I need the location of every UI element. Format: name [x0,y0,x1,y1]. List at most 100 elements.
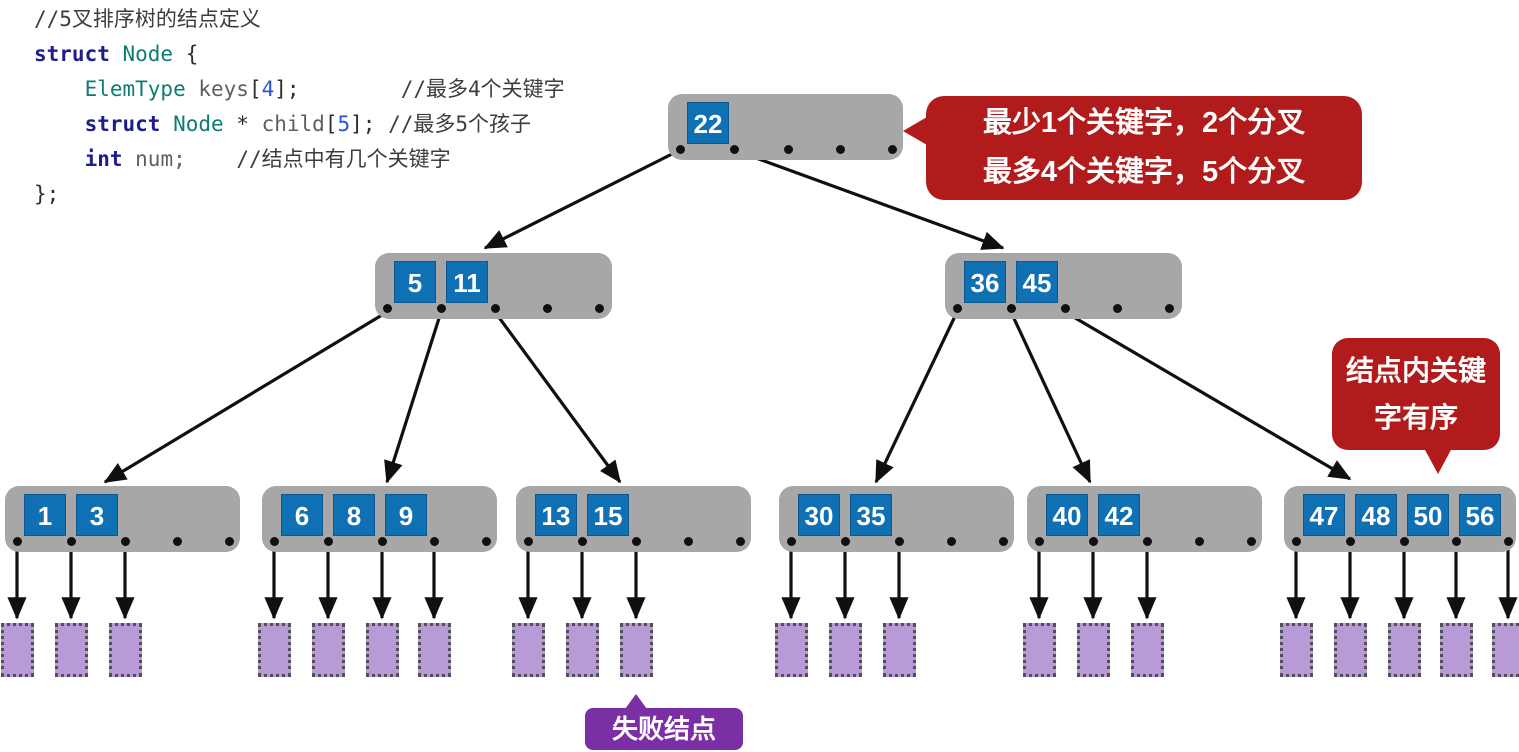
child-pointer-dot [730,145,739,154]
failure-node [1131,623,1164,677]
code-line: int num; //结点中有几个关键字 [84,147,451,171]
child-pointer-dot [1035,537,1044,546]
tree-node-leaf-1: 1 3 [5,486,240,552]
order-callout-line2: 字有序 [1373,402,1458,433]
tree-node-leaf-2: 6 8 9 [262,486,497,552]
tree-node-leaf-6: 47 48 50 56 [1284,486,1516,552]
child-pointer-dot [378,537,387,546]
tree-node-internal-left: 5 11 [375,253,612,319]
key-cell: 35 [850,494,892,536]
child-pointer-dot [1346,537,1355,546]
key-cell: 40 [1046,494,1088,536]
child-pointer-dot [888,145,897,154]
code-line: //5叉排序树的结点定义 [34,7,261,31]
child-pointer-dot [1247,537,1256,546]
failure-node [109,623,142,677]
child-pointer-dot [632,537,641,546]
key-cell: 1 [24,494,66,536]
child-pointer-dot [524,537,533,546]
key-cell: 47 [1303,494,1345,536]
child-pointer-dot [1089,537,1098,546]
failure-node [620,623,653,677]
child-pointer-dot [1292,537,1301,546]
child-pointer-dot [324,537,333,546]
rule-callout-line1: 最少1个关键字，2个分叉 [982,107,1306,139]
child-pointer-dot [1400,537,1409,546]
tree-node-leaf-5: 40 42 [1027,486,1262,552]
child-pointer-dot [784,145,793,154]
child-pointer-dot [173,537,182,546]
child-pointer-dot [578,537,587,546]
child-pointer-dot [1007,304,1016,313]
failure-node-label: 失败结点 [585,694,743,750]
failure-node [258,623,291,677]
child-pointer-dot [543,304,552,313]
key-cell: 56 [1459,494,1501,536]
child-pointer-dot [1143,537,1152,546]
child-pointer-dot [430,537,439,546]
failure-node [418,623,451,677]
failure-node [312,623,345,677]
child-pointer-dot [482,537,491,546]
tree-node-root: 22 [668,94,903,160]
child-pointer-dot [383,304,392,313]
failure-node [566,623,599,677]
key-cell: 9 [385,494,427,536]
failure-node [366,623,399,677]
key-cell: 42 [1098,494,1140,536]
failure-node-label-text: 失败结点 [611,714,716,744]
child-pointer-dot [1165,304,1174,313]
child-pointer-dot [1452,537,1461,546]
failure-node [1334,623,1367,677]
child-pointer-dot [841,537,850,546]
failure-node [512,623,545,677]
key-cell: 3 [76,494,118,536]
child-pointer-dot [1504,537,1513,546]
child-pointer-dot [1113,304,1122,313]
key-cell: 45 [1016,261,1058,303]
child-pointer-dot [676,145,685,154]
failure-node [829,623,862,677]
tree-node-leaf-4: 30 35 [779,486,1014,552]
code-snippet: //5叉排序树的结点定义 struct Node { ElemType keys… [34,2,565,212]
child-pointer-dot [437,304,446,313]
child-pointer-dot [999,537,1008,546]
failure-node [1077,623,1110,677]
rule-callout-line2: 最多4个关键字，5个分叉 [982,156,1306,188]
key-cell: 5 [394,261,436,303]
failure-node [1440,623,1473,677]
code-line: ElemType keys[4]; //最多4个关键字 [84,77,565,101]
key-cell: 15 [587,494,629,536]
child-pointer-dot [270,537,279,546]
child-pointer-dot [895,537,904,546]
child-pointer-dot [684,537,693,546]
code-line: struct Node * child[5]; //最多5个孩子 [84,112,531,136]
child-pointer-dot [13,537,22,546]
child-pointer-dot [1195,537,1204,546]
code-line: }; [34,182,60,206]
child-pointer-dot [595,304,604,313]
child-pointer-dot [225,537,234,546]
failure-node [775,623,808,677]
callout-tail-down [1424,448,1452,474]
label-tail-up [625,694,647,709]
child-pointer-dot [67,537,76,546]
order-callout-line1: 结点内关键 [1345,355,1486,386]
child-pointer-dot [736,537,745,546]
failure-node [1,623,34,677]
child-pointer-dot [491,304,500,313]
key-cell: 8 [333,494,375,536]
child-pointer-dot [953,304,962,313]
callout-tail-left [903,117,927,145]
key-cell: 30 [798,494,840,536]
key-cell: 48 [1355,494,1397,536]
tree-node-internal-right: 36 45 [945,253,1182,319]
key-cell: 36 [964,261,1006,303]
failure-node [1023,623,1056,677]
rule-callout: 最少1个关键字，2个分叉 最多4个关键字，5个分叉 [903,96,1362,200]
child-pointer-dot [947,537,956,546]
child-pointer-dot [1061,304,1070,313]
tree-node-leaf-3: 13 15 [516,486,751,552]
failure-node [55,623,88,677]
